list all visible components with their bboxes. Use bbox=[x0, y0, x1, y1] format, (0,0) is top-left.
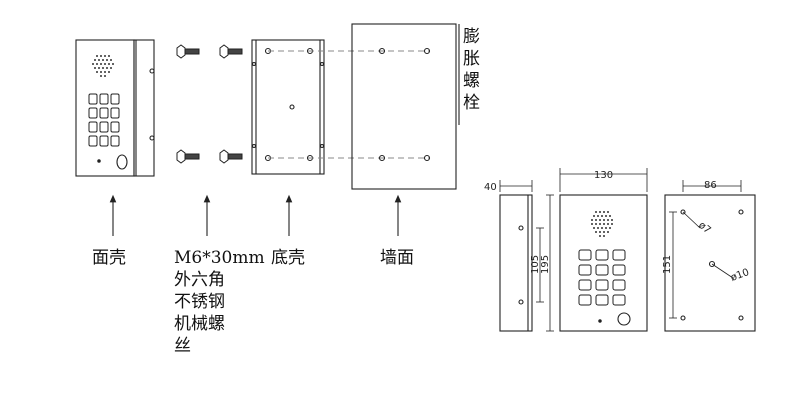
speaker-grille bbox=[92, 55, 114, 77]
dim-height: 195 bbox=[540, 255, 551, 274]
dim-back-width: 86 bbox=[704, 180, 717, 191]
front-speaker-grille bbox=[591, 211, 613, 237]
wall-drawing bbox=[351, 23, 460, 190]
wall-label: 墙面 bbox=[380, 248, 414, 268]
screw-top-left bbox=[176, 44, 200, 59]
dim-hole-d7: ø7 bbox=[696, 220, 713, 236]
front-keypad bbox=[578, 249, 626, 306]
keypad bbox=[88, 93, 120, 147]
expansion-bolt-label: 膨胀螺栓 bbox=[463, 27, 480, 113]
dim-side-depth: 40 bbox=[484, 182, 497, 193]
back-view-drawing bbox=[664, 194, 756, 332]
screw-bottom-left bbox=[176, 149, 200, 164]
base-shell-label: 底壳 bbox=[271, 248, 305, 268]
screws-drawing bbox=[176, 44, 243, 164]
front-view-dimensions bbox=[559, 168, 648, 192]
side-view-drawing bbox=[499, 194, 533, 332]
face-shell-label: 面壳 bbox=[92, 248, 126, 268]
face-shell-drawing bbox=[75, 39, 155, 177]
front-view-drawing bbox=[559, 194, 648, 332]
pointer-arrows bbox=[109, 194, 402, 236]
back-view-dimensions bbox=[669, 180, 742, 319]
alignment-lines bbox=[268, 50, 430, 159]
base-shell-drawing bbox=[251, 39, 325, 175]
side-view-dimensions bbox=[499, 180, 554, 332]
dim-hole-spacing: 105 bbox=[530, 255, 541, 274]
screw-spec-label: M6*30mm 外六角 不锈钢 机械螺 丝 bbox=[174, 248, 265, 356]
dim-back-spacing: 151 bbox=[662, 255, 673, 274]
screw-top-right bbox=[219, 44, 243, 59]
dim-hole-d10: ø10 bbox=[729, 267, 750, 284]
dim-width: 130 bbox=[594, 170, 613, 181]
screw-bottom-right bbox=[219, 149, 243, 164]
